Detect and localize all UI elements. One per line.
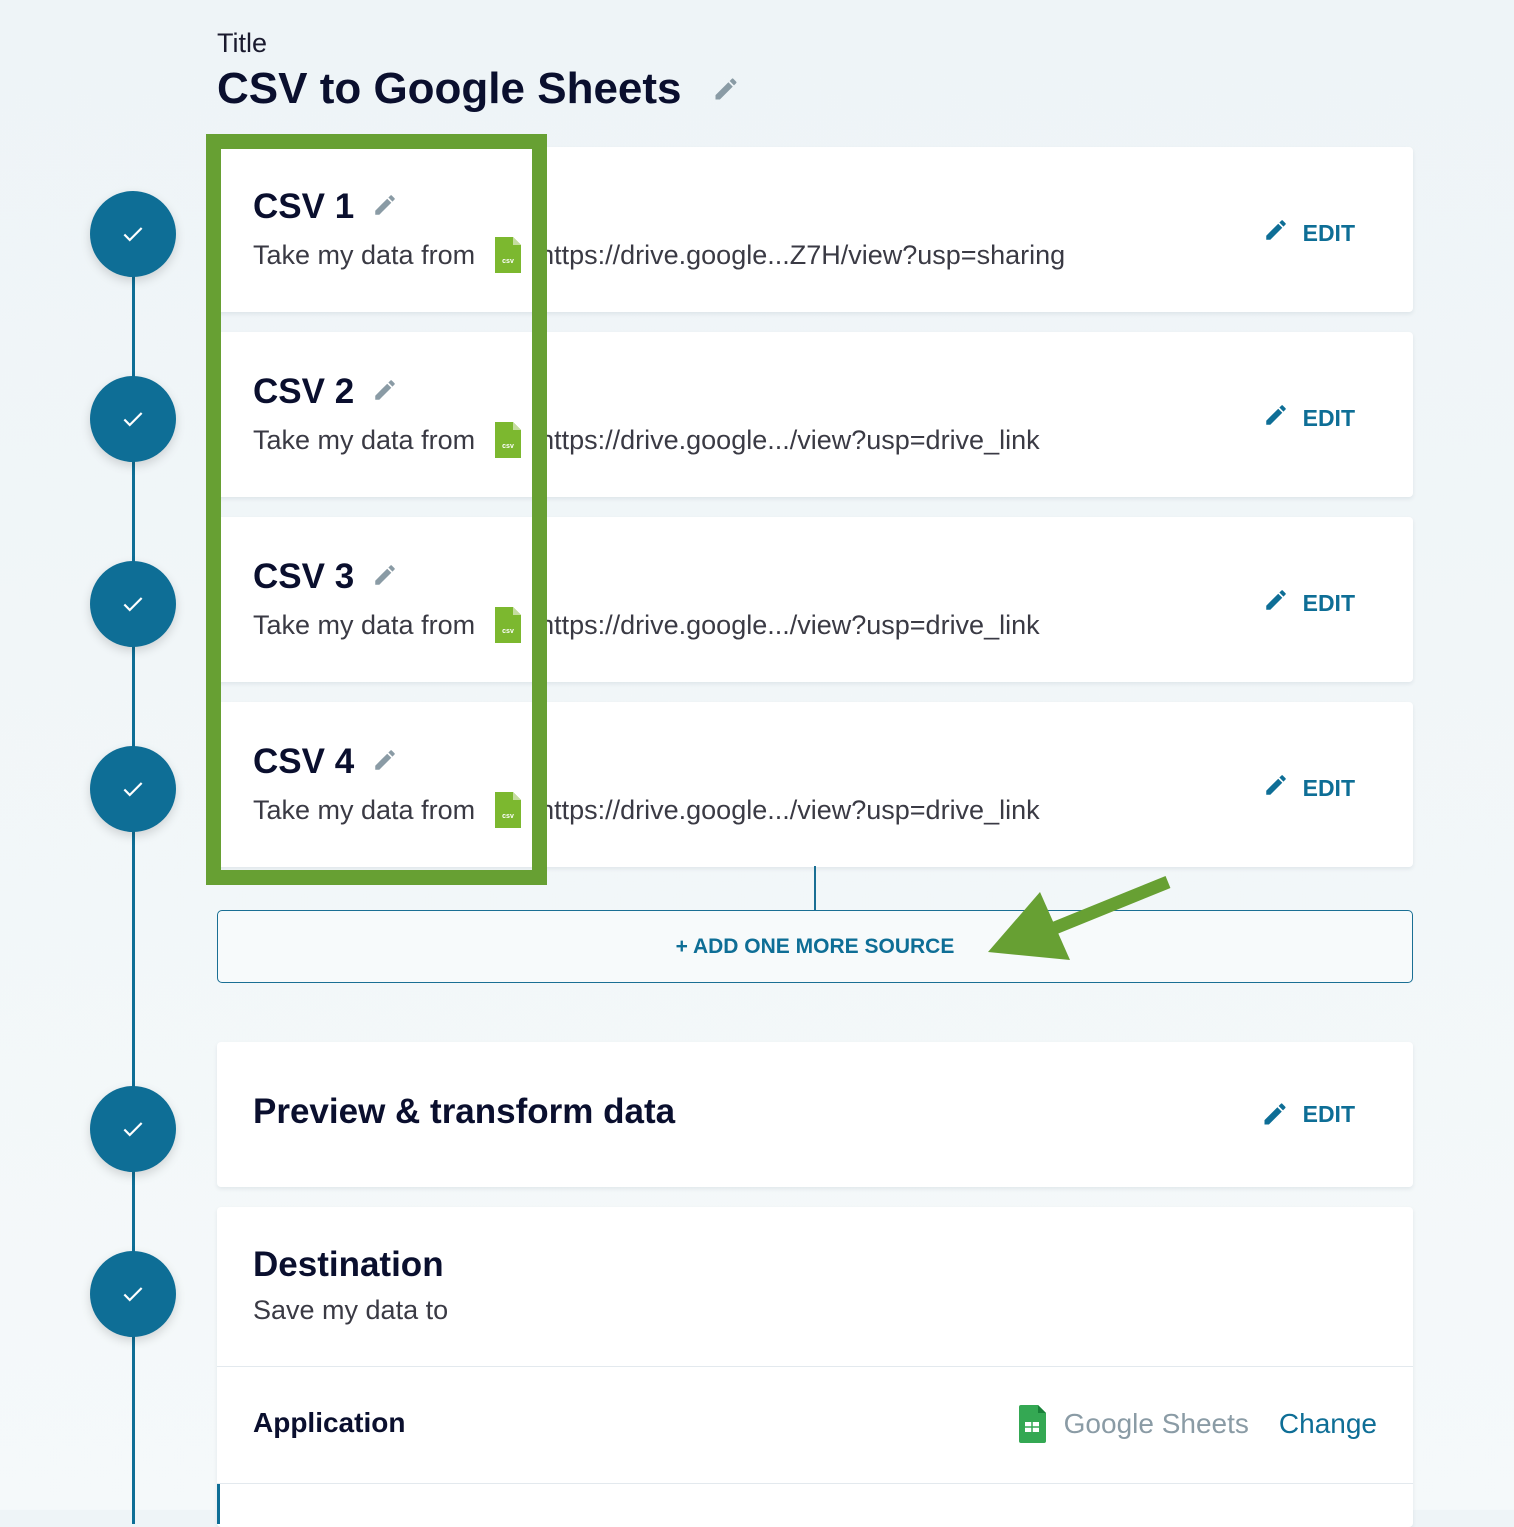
source-prefix: Take my data from — [253, 794, 476, 825]
csv-icon-text: csv — [502, 628, 514, 635]
source-prefix: Take my data from — [253, 239, 476, 270]
step-complete-indicator — [90, 561, 176, 647]
rename-pencil-icon[interactable] — [372, 187, 398, 227]
source-card: CSV 2 Take my data from csv https://driv… — [217, 332, 1413, 497]
source-card: CSV 4 Take my data from csv https://driv… — [217, 702, 1413, 867]
row-indicator — [217, 1484, 220, 1524]
rename-pencil-icon[interactable] — [372, 557, 398, 597]
step-complete-indicator — [90, 376, 176, 462]
check-icon — [123, 1122, 143, 1137]
preview-edit-button[interactable]: EDIT — [1261, 1100, 1355, 1128]
application-value: Google Sheets — [1063, 1408, 1249, 1439]
csv-icon-text: csv — [502, 813, 514, 820]
csv-file-icon: csv — [495, 607, 522, 643]
csv-file-icon: csv — [495, 792, 522, 828]
check-icon — [123, 227, 143, 242]
source-edit-button[interactable]: EDIT — [1263, 587, 1355, 619]
check-icon — [123, 1287, 143, 1302]
pencil-icon — [1263, 217, 1289, 249]
source-name: CSV 3 — [253, 557, 355, 596]
source-edit-button[interactable]: EDIT — [1263, 772, 1355, 804]
google-sheets-icon — [1018, 1405, 1046, 1443]
destination-sub: Save my data to — [253, 1295, 449, 1325]
source-edit-button[interactable]: EDIT — [1263, 217, 1355, 249]
rename-pencil-icon[interactable] — [372, 742, 398, 782]
source-name: CSV 4 — [253, 742, 355, 781]
title-label: Title — [217, 28, 268, 58]
source-url[interactable]: https://drive.google.../view?usp=drive_l… — [539, 424, 1040, 455]
csv-file-icon: csv — [495, 422, 522, 458]
source-url[interactable]: https://drive.google.../view?usp=drive_l… — [539, 794, 1040, 825]
source-url[interactable]: https://drive.google.../view?usp=drive_l… — [539, 609, 1040, 640]
edit-label: EDIT — [1302, 774, 1355, 801]
source-card: CSV 1 Take my data from csv https://driv… — [217, 147, 1413, 312]
application-label: Application — [253, 1407, 406, 1438]
page-title: CSV to Google Sheets — [217, 64, 740, 114]
edit-label: EDIT — [1302, 404, 1355, 431]
source-name: CSV 1 — [253, 187, 355, 226]
add-source-button[interactable]: + ADD ONE MORE SOURCE — [217, 910, 1413, 983]
step-complete-indicator — [90, 746, 176, 832]
pencil-icon — [1263, 587, 1289, 619]
step-complete-indicator — [90, 1251, 176, 1337]
arrow-annotation — [988, 875, 1171, 960]
rename-pencil-icon[interactable] — [372, 372, 398, 412]
csv-file-icon: csv — [495, 237, 522, 273]
destination-card: Destination Save my data to Application … — [217, 1207, 1413, 1527]
edit-label: EDIT — [1302, 589, 1355, 616]
edit-label: EDIT — [1302, 219, 1355, 246]
pencil-icon — [1263, 402, 1289, 434]
pencil-icon — [1264, 1103, 1286, 1125]
pencil-icon — [1263, 772, 1289, 804]
check-icon — [123, 782, 143, 797]
page-title-text: CSV to Google Sheets — [217, 64, 682, 113]
source-card: CSV 3 Take my data from csv https://driv… — [217, 517, 1413, 682]
step-complete-indicator — [90, 1086, 176, 1172]
highlight-box — [206, 134, 547, 885]
preview-card: Preview & transform data EDIT — [217, 1042, 1413, 1187]
source-name: CSV 2 — [253, 372, 355, 411]
source-edit-button[interactable]: EDIT — [1263, 402, 1355, 434]
step-complete-indicator — [90, 191, 176, 277]
csv-icon-text: csv — [502, 443, 514, 450]
connector-line — [814, 866, 816, 910]
destination-title: Destination — [253, 1245, 444, 1284]
source-prefix: Take my data from — [253, 609, 476, 640]
divider — [217, 1366, 1413, 1367]
source-prefix: Take my data from — [253, 424, 476, 455]
csv-icon-text: csv — [502, 258, 514, 265]
change-link[interactable]: Change — [1278, 1408, 1377, 1439]
divider — [217, 1483, 1413, 1484]
edit-title-pencil-icon[interactable] — [712, 64, 740, 114]
preview-title: Preview & transform data — [253, 1092, 676, 1131]
check-icon — [123, 597, 143, 612]
edit-label: EDIT — [1302, 1100, 1355, 1127]
source-url[interactable]: https://drive.google...Z7H/view?usp=shar… — [539, 239, 1066, 270]
check-icon — [123, 412, 143, 427]
timeline-line — [132, 234, 135, 1524]
